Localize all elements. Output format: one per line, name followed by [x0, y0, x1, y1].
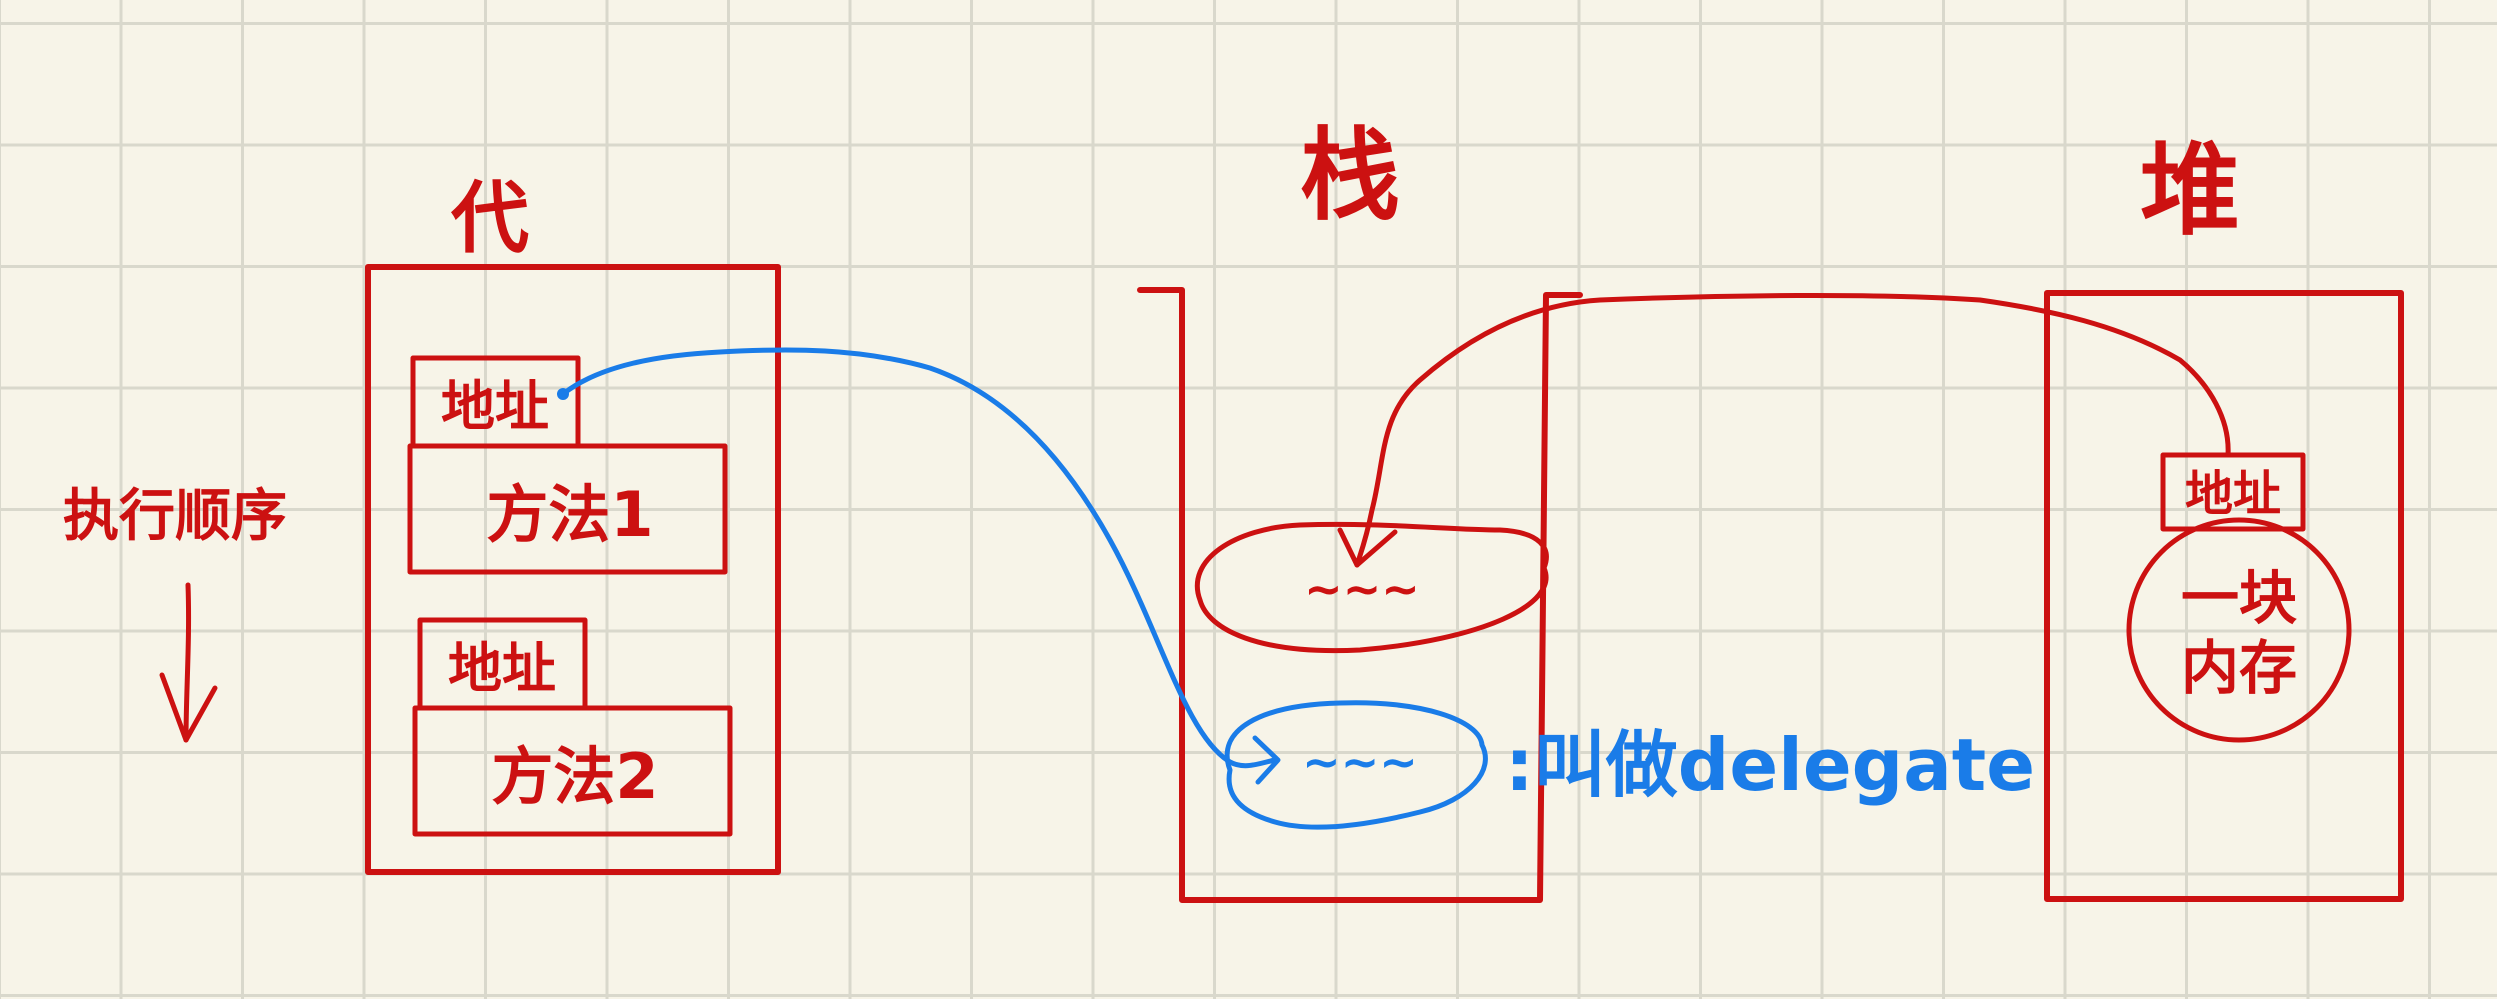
delegate-symbol: ~~~ [1302, 735, 1418, 789]
heap-address-label: 地址 [2185, 466, 2281, 522]
method-label-2: 方法2 [491, 740, 658, 813]
code-to-delegate-arrowhead-icon [1252, 735, 1281, 785]
address-label-1: 地址 [441, 375, 549, 438]
connector-start-dot [557, 388, 569, 400]
code-area-title: 代 [450, 174, 529, 264]
stack-item-symbol: ~~~ [1304, 562, 1420, 616]
execution-order-arrow-icon [183, 582, 192, 743]
execution-order-arrowhead-icon [159, 672, 218, 743]
memory-block-circle [2126, 517, 2352, 743]
method-box-1 [407, 443, 728, 575]
execution-order-label: 执行顺序 [63, 484, 287, 549]
heap-address-box [2160, 452, 2306, 532]
stack-container [1137, 287, 1583, 903]
address-label-2: 地址 [448, 637, 556, 700]
heap-box [2044, 290, 2404, 902]
method-label-1: 方法1 [486, 478, 653, 551]
code-area-box [365, 264, 781, 875]
heap-title: 堆 [2140, 132, 2240, 249]
delegate-ellipse [1224, 700, 1488, 830]
memory-label-line2: 内存 [2181, 634, 2297, 702]
code-to-delegate-connector [560, 347, 1278, 769]
stack-item-ellipse [1195, 521, 1549, 654]
delegate-note: :叫做delegate [1505, 723, 2035, 807]
stack-title: 栈 [1300, 117, 1400, 234]
memory-label-line1: 一块 [2181, 564, 2297, 632]
method-box-2 [412, 705, 733, 837]
heap-to-stack-arrowhead-icon [1337, 527, 1398, 568]
heap-to-stack-connector [1354, 292, 2231, 568]
